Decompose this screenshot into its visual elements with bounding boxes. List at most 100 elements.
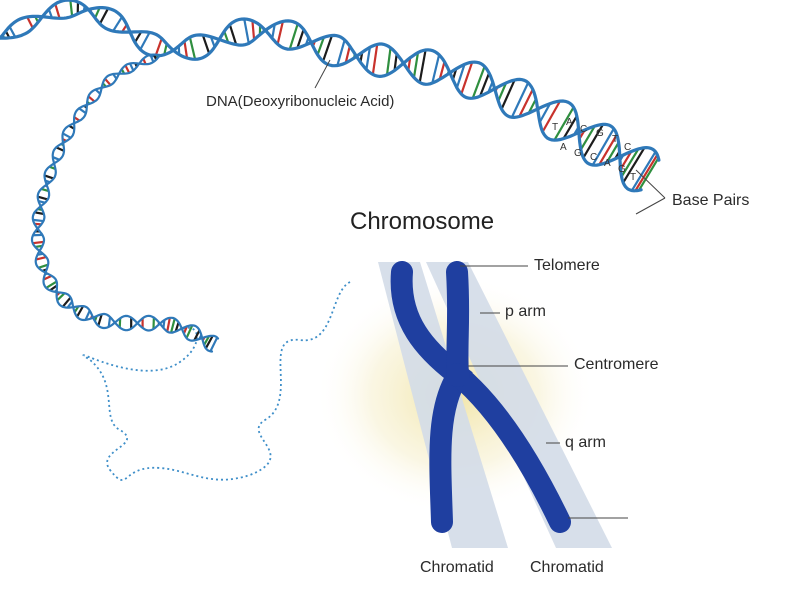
telomere-label: Telomere bbox=[534, 257, 600, 274]
base-letter: T bbox=[612, 134, 618, 145]
dna-lower-helix-base-rung bbox=[129, 62, 135, 72]
dna-lower-helix-strand-a bbox=[30, 53, 214, 353]
dna-upper-helix-base-rung bbox=[634, 154, 659, 192]
dna-upper-helix-base-rung bbox=[316, 36, 325, 56]
dna-lower-helix-base-rung bbox=[44, 174, 55, 180]
dna-upper-helix-base-rung bbox=[243, 18, 250, 44]
dna-lower-helix-base-rung bbox=[78, 107, 87, 115]
dna-upper-helix-base-rung bbox=[69, 0, 74, 17]
dna-upper-helix-base-rung bbox=[527, 98, 537, 114]
base-letter: A bbox=[566, 117, 573, 128]
base-pairs-leader-upper bbox=[635, 169, 666, 199]
dna-lower-helix-base-rung bbox=[174, 321, 180, 332]
diagram-title: Chromosome bbox=[350, 208, 495, 235]
dna-upper-helix-base-rung bbox=[336, 39, 346, 66]
dna-upper-helix-base-rung bbox=[154, 38, 163, 57]
p-arm-label: p arm bbox=[505, 303, 546, 320]
base-pairs-leader-lower bbox=[635, 197, 666, 215]
dna-upper-helix-base-rung bbox=[582, 123, 604, 159]
base-letter: C bbox=[580, 124, 587, 135]
dna-upper-helix-base-rung bbox=[622, 147, 646, 184]
leader-lines bbox=[314, 59, 666, 519]
base-letter: T bbox=[552, 122, 558, 133]
dna-upper-helix-base-rung bbox=[455, 64, 466, 89]
dna-lower-helix-base-rung bbox=[193, 329, 201, 341]
dna-upper-helix-base-rung bbox=[460, 61, 474, 95]
centromere-knot bbox=[446, 363, 470, 387]
dna-lower-helix-base-rung bbox=[37, 195, 49, 201]
dna-lower-helix-base-rung bbox=[43, 274, 53, 281]
base-letter: G bbox=[574, 148, 582, 159]
dna-upper-helix-base-rung bbox=[288, 23, 299, 50]
dna-upper-helix-base-rung bbox=[365, 47, 372, 70]
dna-lower-helix-base-rung bbox=[61, 296, 72, 308]
dna-upper-helix-base-rung bbox=[605, 141, 620, 163]
base-letter: C bbox=[590, 152, 597, 163]
dna-lower-helix-base-rung bbox=[56, 292, 66, 302]
dna-upper-helix-base-rung bbox=[500, 79, 516, 110]
dna-upper-helix-base-rung bbox=[510, 82, 530, 118]
dna-upper-helix-base-rung bbox=[579, 125, 596, 151]
dna-lower-helix-base-rung bbox=[76, 305, 85, 318]
chromatid-band-right bbox=[426, 262, 612, 548]
dna-upper-helix-strand-a bbox=[0, 0, 643, 193]
dna-lower-helix-base-rung bbox=[45, 280, 58, 289]
dna-upper-helix-base-rung bbox=[538, 103, 552, 123]
dna-lower-helix-base-rung bbox=[38, 263, 49, 269]
dna-upper-helix-base-rung bbox=[418, 49, 427, 83]
dna-upper-helix-base-rung bbox=[438, 61, 446, 80]
dna-upper-helix-base-rung bbox=[188, 37, 197, 60]
dna-lower-helix-base-rung bbox=[34, 211, 45, 216]
dna-upper-helix-base-rung bbox=[296, 29, 305, 49]
dna-upper-helix-base-rung bbox=[562, 115, 578, 140]
dna-upper-helix-base-rung bbox=[139, 31, 151, 51]
dna-upper-helix-base-rung bbox=[98, 7, 110, 25]
dna-upper-helix-base-rung bbox=[598, 134, 618, 166]
base-pairs-label: Base Pairs bbox=[672, 192, 750, 209]
dna-upper-helix-base-rung bbox=[620, 148, 640, 178]
dna-upper-helix-base-rung bbox=[541, 100, 561, 133]
dna-lower-helix-strand-b bbox=[31, 53, 220, 342]
dna-upper-helix-base-rung bbox=[619, 150, 633, 170]
dna-upper-helix-base-rung bbox=[637, 157, 660, 191]
dna-lower-helix-base-rung bbox=[107, 316, 112, 328]
dna-upper-helix-base-rung bbox=[94, 7, 101, 19]
dna-label: DNA(Deoxyribonucleic Acid) bbox=[206, 93, 395, 110]
base-letter: A bbox=[560, 142, 567, 153]
dna-lower-helix-base-rung bbox=[62, 132, 72, 139]
dna-upper-helix-base-rung bbox=[553, 106, 575, 141]
dna-upper-helix-base-rung bbox=[228, 24, 238, 45]
dna-upper-helix-base-rung bbox=[112, 16, 123, 32]
dna-lower-helix-base-rung bbox=[185, 324, 194, 339]
dna-upper-helix-base-rung bbox=[630, 151, 657, 192]
dna-thin-strand bbox=[82, 281, 351, 481]
dna-lower-helix-base-rung bbox=[55, 146, 65, 152]
dna-upper-helix-base-rung bbox=[322, 35, 333, 62]
chromosome-group bbox=[315, 261, 612, 548]
dna-upper-helix-base-rung bbox=[385, 47, 392, 75]
chromatid-left-label: Chromatid bbox=[420, 559, 494, 576]
dna-upper-helix-base-rung bbox=[8, 26, 17, 38]
centromere-label: Centromere bbox=[574, 356, 659, 373]
q-arm-label: q arm bbox=[565, 434, 606, 451]
dna-upper-helix-base-rung bbox=[251, 20, 256, 40]
dna-upper-helix-base-rung bbox=[344, 45, 351, 64]
dna-upper-helix-base-rung bbox=[183, 41, 189, 59]
dna-upper-helix-base-rung bbox=[518, 88, 534, 117]
dna-upper-helix-strand-b bbox=[0, 5, 661, 167]
base-letter: G bbox=[618, 164, 626, 175]
dna-upper-helix-base-rung bbox=[412, 52, 420, 78]
base-letter: G bbox=[596, 128, 604, 139]
dna-lower-helix-base-rung bbox=[84, 310, 91, 321]
dna-upper-helix-base-rung bbox=[497, 82, 508, 102]
dna-upper-helix-base-rung bbox=[431, 54, 441, 84]
dna-upper-helix-base-rung bbox=[591, 128, 615, 166]
dna-lower-helix-base-rung bbox=[104, 78, 112, 86]
dna-upper-helix-base-rung bbox=[54, 3, 61, 19]
dna-lower-helix-base-rung bbox=[209, 337, 219, 352]
dna-lower-helix-base-rung bbox=[32, 218, 44, 223]
dna-lower-helix-base-rung bbox=[97, 313, 103, 327]
base-letter: T bbox=[630, 172, 636, 183]
